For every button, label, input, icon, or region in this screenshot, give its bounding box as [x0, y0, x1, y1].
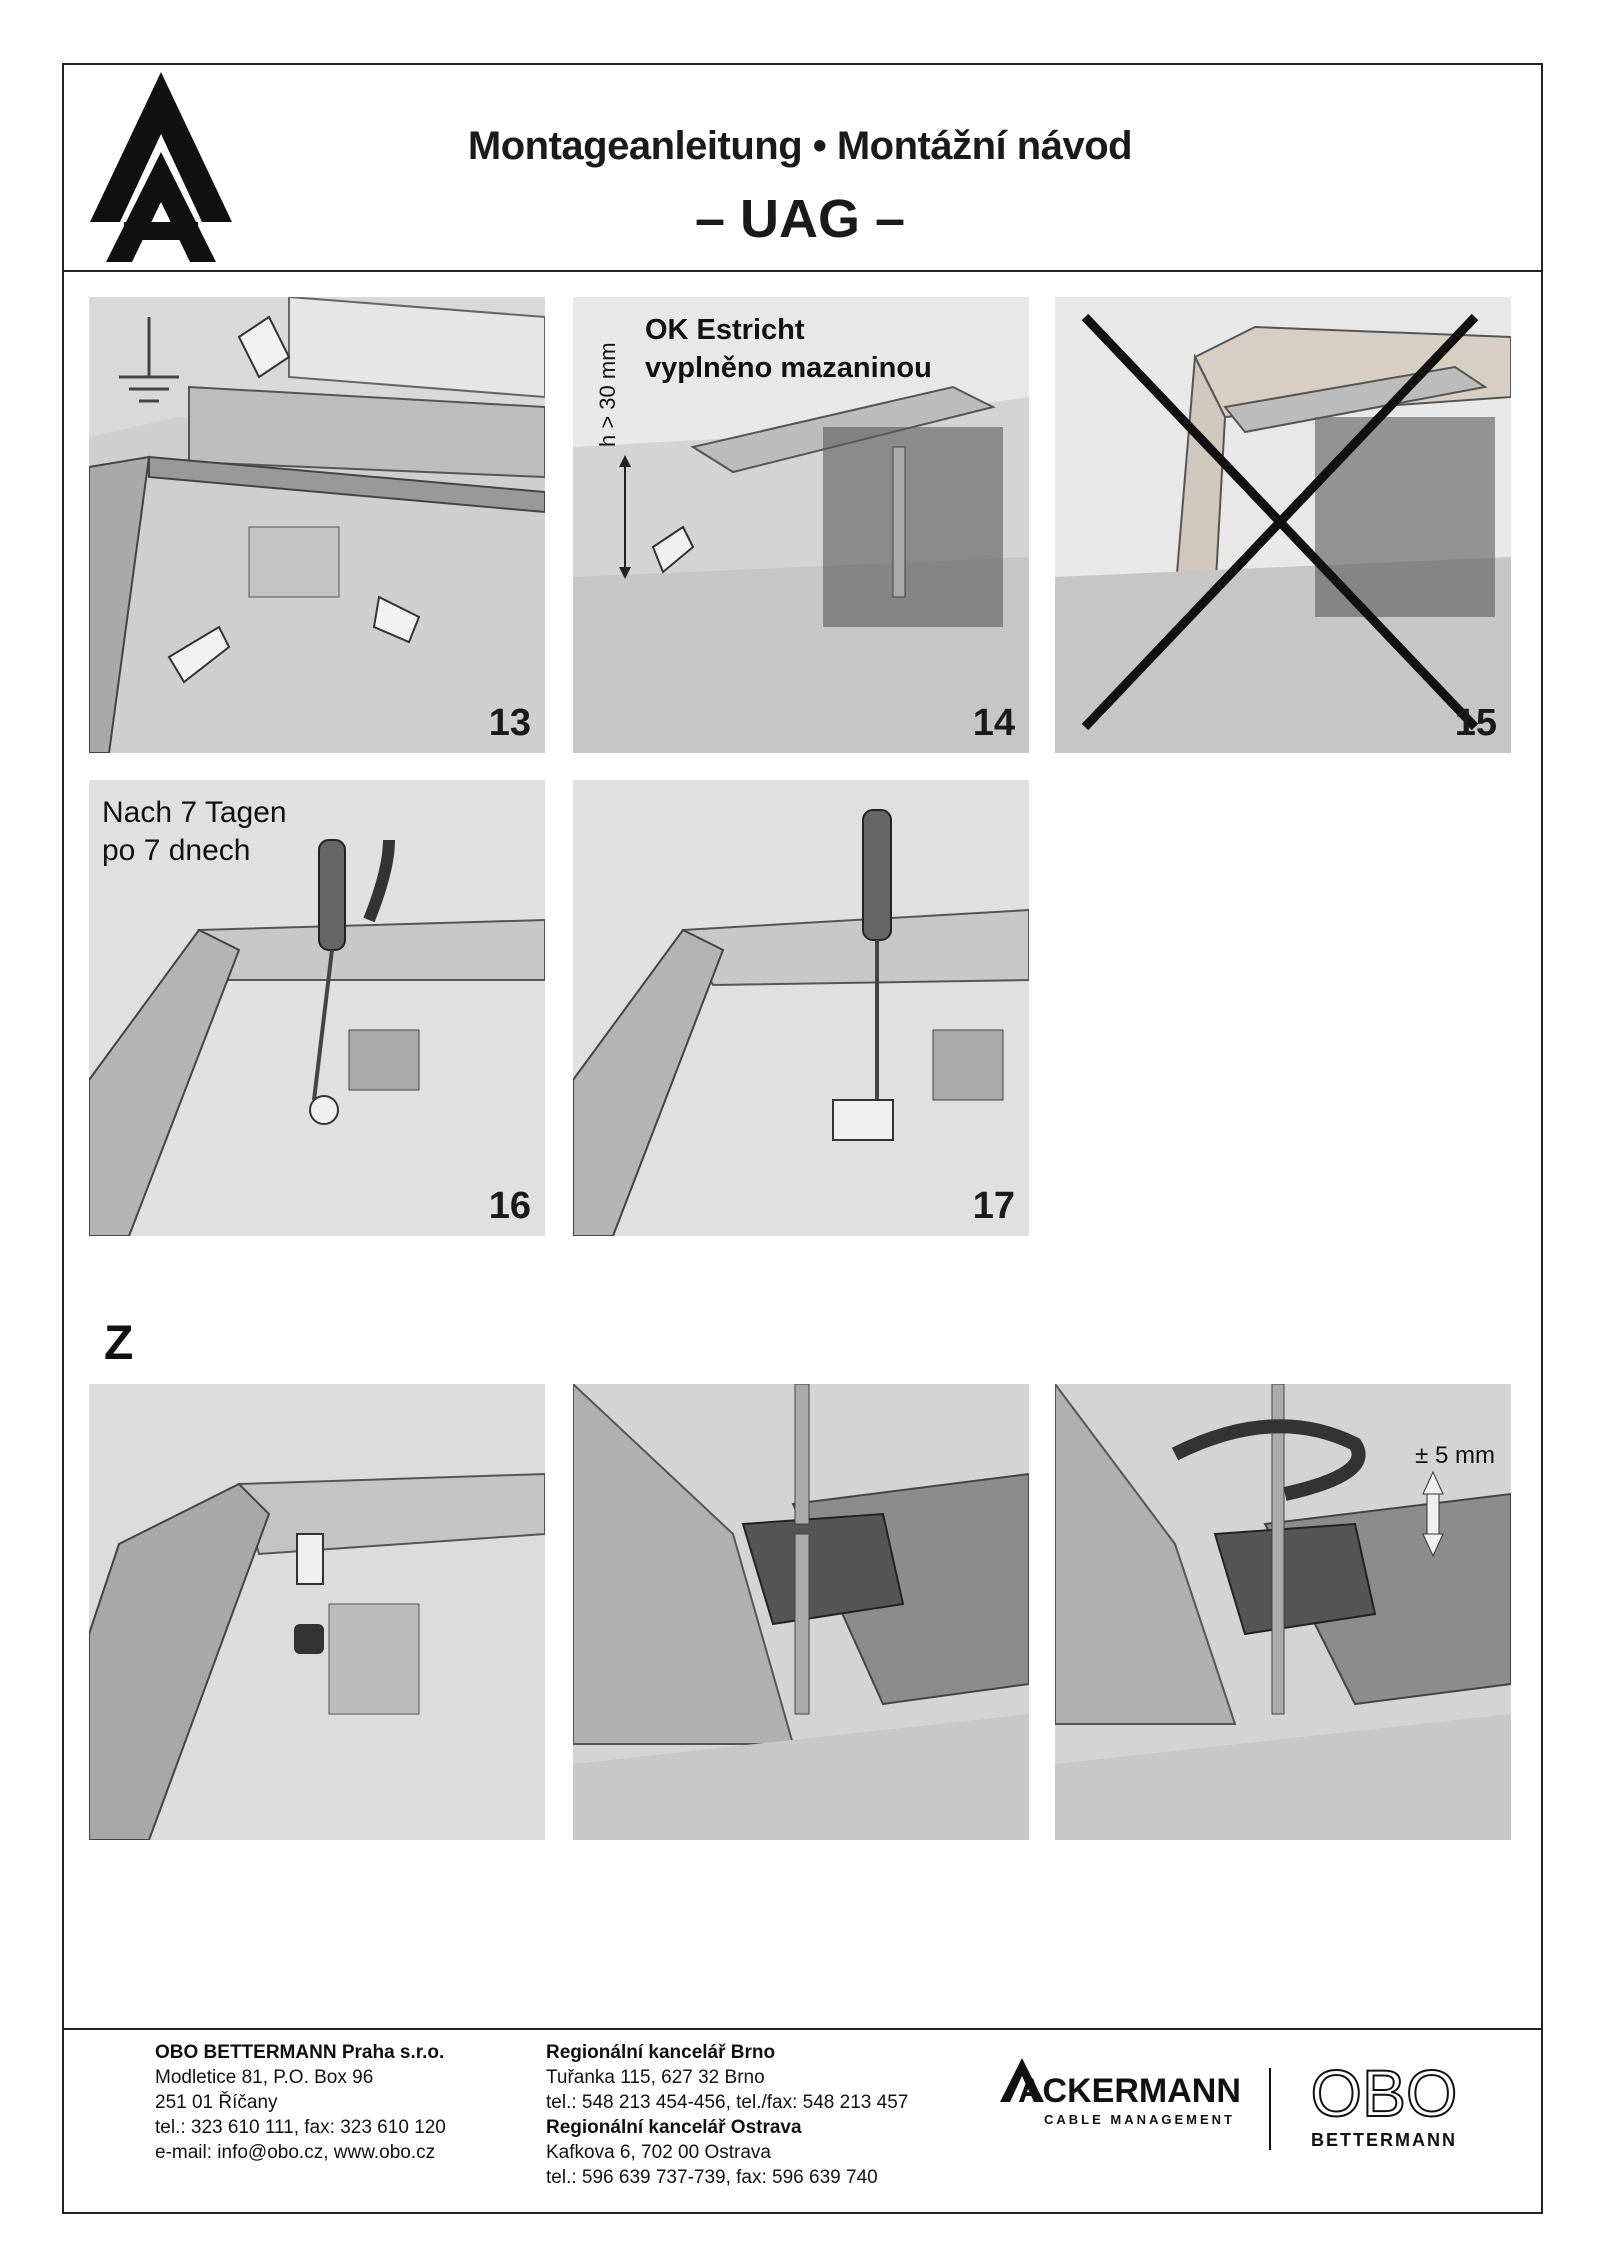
adjust-range-label: ± 5 mm [1415, 1442, 1495, 1469]
footer-ostrava-address: Kafkova 6, 702 00 Ostrava [546, 2142, 771, 2163]
z-step-2-illustration [573, 1384, 1029, 1840]
obo-subtitle: BETTERMANN [1311, 2130, 1457, 2150]
step-13-illustration: 13 [89, 297, 545, 753]
step-number: 14 [972, 702, 1015, 744]
step-17-illustration: 17 [573, 780, 1029, 1236]
footer-ostrava-title: Regionální kancelář Ostrava [546, 2117, 802, 2138]
footer-email: e-mail: info@obo.cz, www.obo.cz [155, 2142, 436, 2163]
note-nach-7-tagen: Nach 7 Tagen [102, 796, 287, 829]
step-15-illustration: 15 [1055, 297, 1511, 753]
header-divider [62, 270, 1543, 272]
step-16-illustration: 16 [89, 780, 545, 1236]
footer-phone: tel.: 323 610 111, fax: 323 610 120 [155, 2117, 446, 2138]
section-z-label: Z [104, 1317, 134, 1370]
obo-bettermann-logo-icon: OBO BETTERMANN [1310, 2060, 1459, 2150]
height-label: h > 30 mm [595, 342, 620, 447]
step-number: 13 [488, 702, 531, 744]
footer-brno-phone: tel.: 548 213 454-456, tel./fax: 548 213… [546, 2092, 909, 2113]
logo-separator [1269, 2068, 1271, 2150]
z-step-3-illustration: ± 5 mm [1055, 1384, 1511, 1840]
triangle-logo-icon [90, 72, 232, 262]
page-subtitle: – UAG – [694, 189, 906, 249]
footer-brno-address: Tuřanka 115, 627 32 Brno [546, 2067, 765, 2088]
ackermann-wordmark: ACKERMANN [1018, 2072, 1241, 2110]
obo-wordmark: OBO [1311, 2060, 1458, 2130]
footer-company-name: OBO BETTERMANN Praha s.r.o. [155, 2042, 445, 2063]
page-title: Montageanleitung • Montážní návod [467, 124, 1133, 168]
step-number: 15 [1454, 702, 1497, 744]
step-14-illustration: OK Estricht vyplněno mazaninou h > 30 mm… [573, 297, 1029, 753]
footer-ostrava-phone: tel.: 596 639 737-739, fax: 596 639 740 [546, 2167, 878, 2188]
footer-regional-block: Regionální kancelář Brno Tuřanka 115, 62… [546, 2040, 908, 2190]
footer-address-2: 251 01 Říčany [155, 2092, 278, 2113]
z-step-1-illustration [89, 1384, 545, 1840]
page-frame [62, 63, 1543, 2214]
caption-vyplneno: vyplněno mazaninou [645, 352, 932, 384]
step-number: 16 [488, 1185, 531, 1227]
footer-divider [62, 2028, 1543, 2030]
footer-address-1: Modletice 81, P.O. Box 96 [155, 2067, 374, 2088]
step-number: 17 [972, 1185, 1015, 1227]
ackermann-subtitle: CABLE MANAGEMENT [1044, 2112, 1235, 2127]
ackermann-logo-icon: ACKERMANN CABLE MANAGEMENT [1000, 2058, 1241, 2127]
note-po-7-dnech: po 7 dnech [102, 834, 251, 867]
footer-brno-title: Regionální kancelář Brno [546, 2042, 776, 2063]
footer-company-block: OBO BETTERMANN Praha s.r.o. Modletice 81… [155, 2040, 446, 2165]
caption-ok-estricht: OK Estricht [645, 314, 805, 346]
